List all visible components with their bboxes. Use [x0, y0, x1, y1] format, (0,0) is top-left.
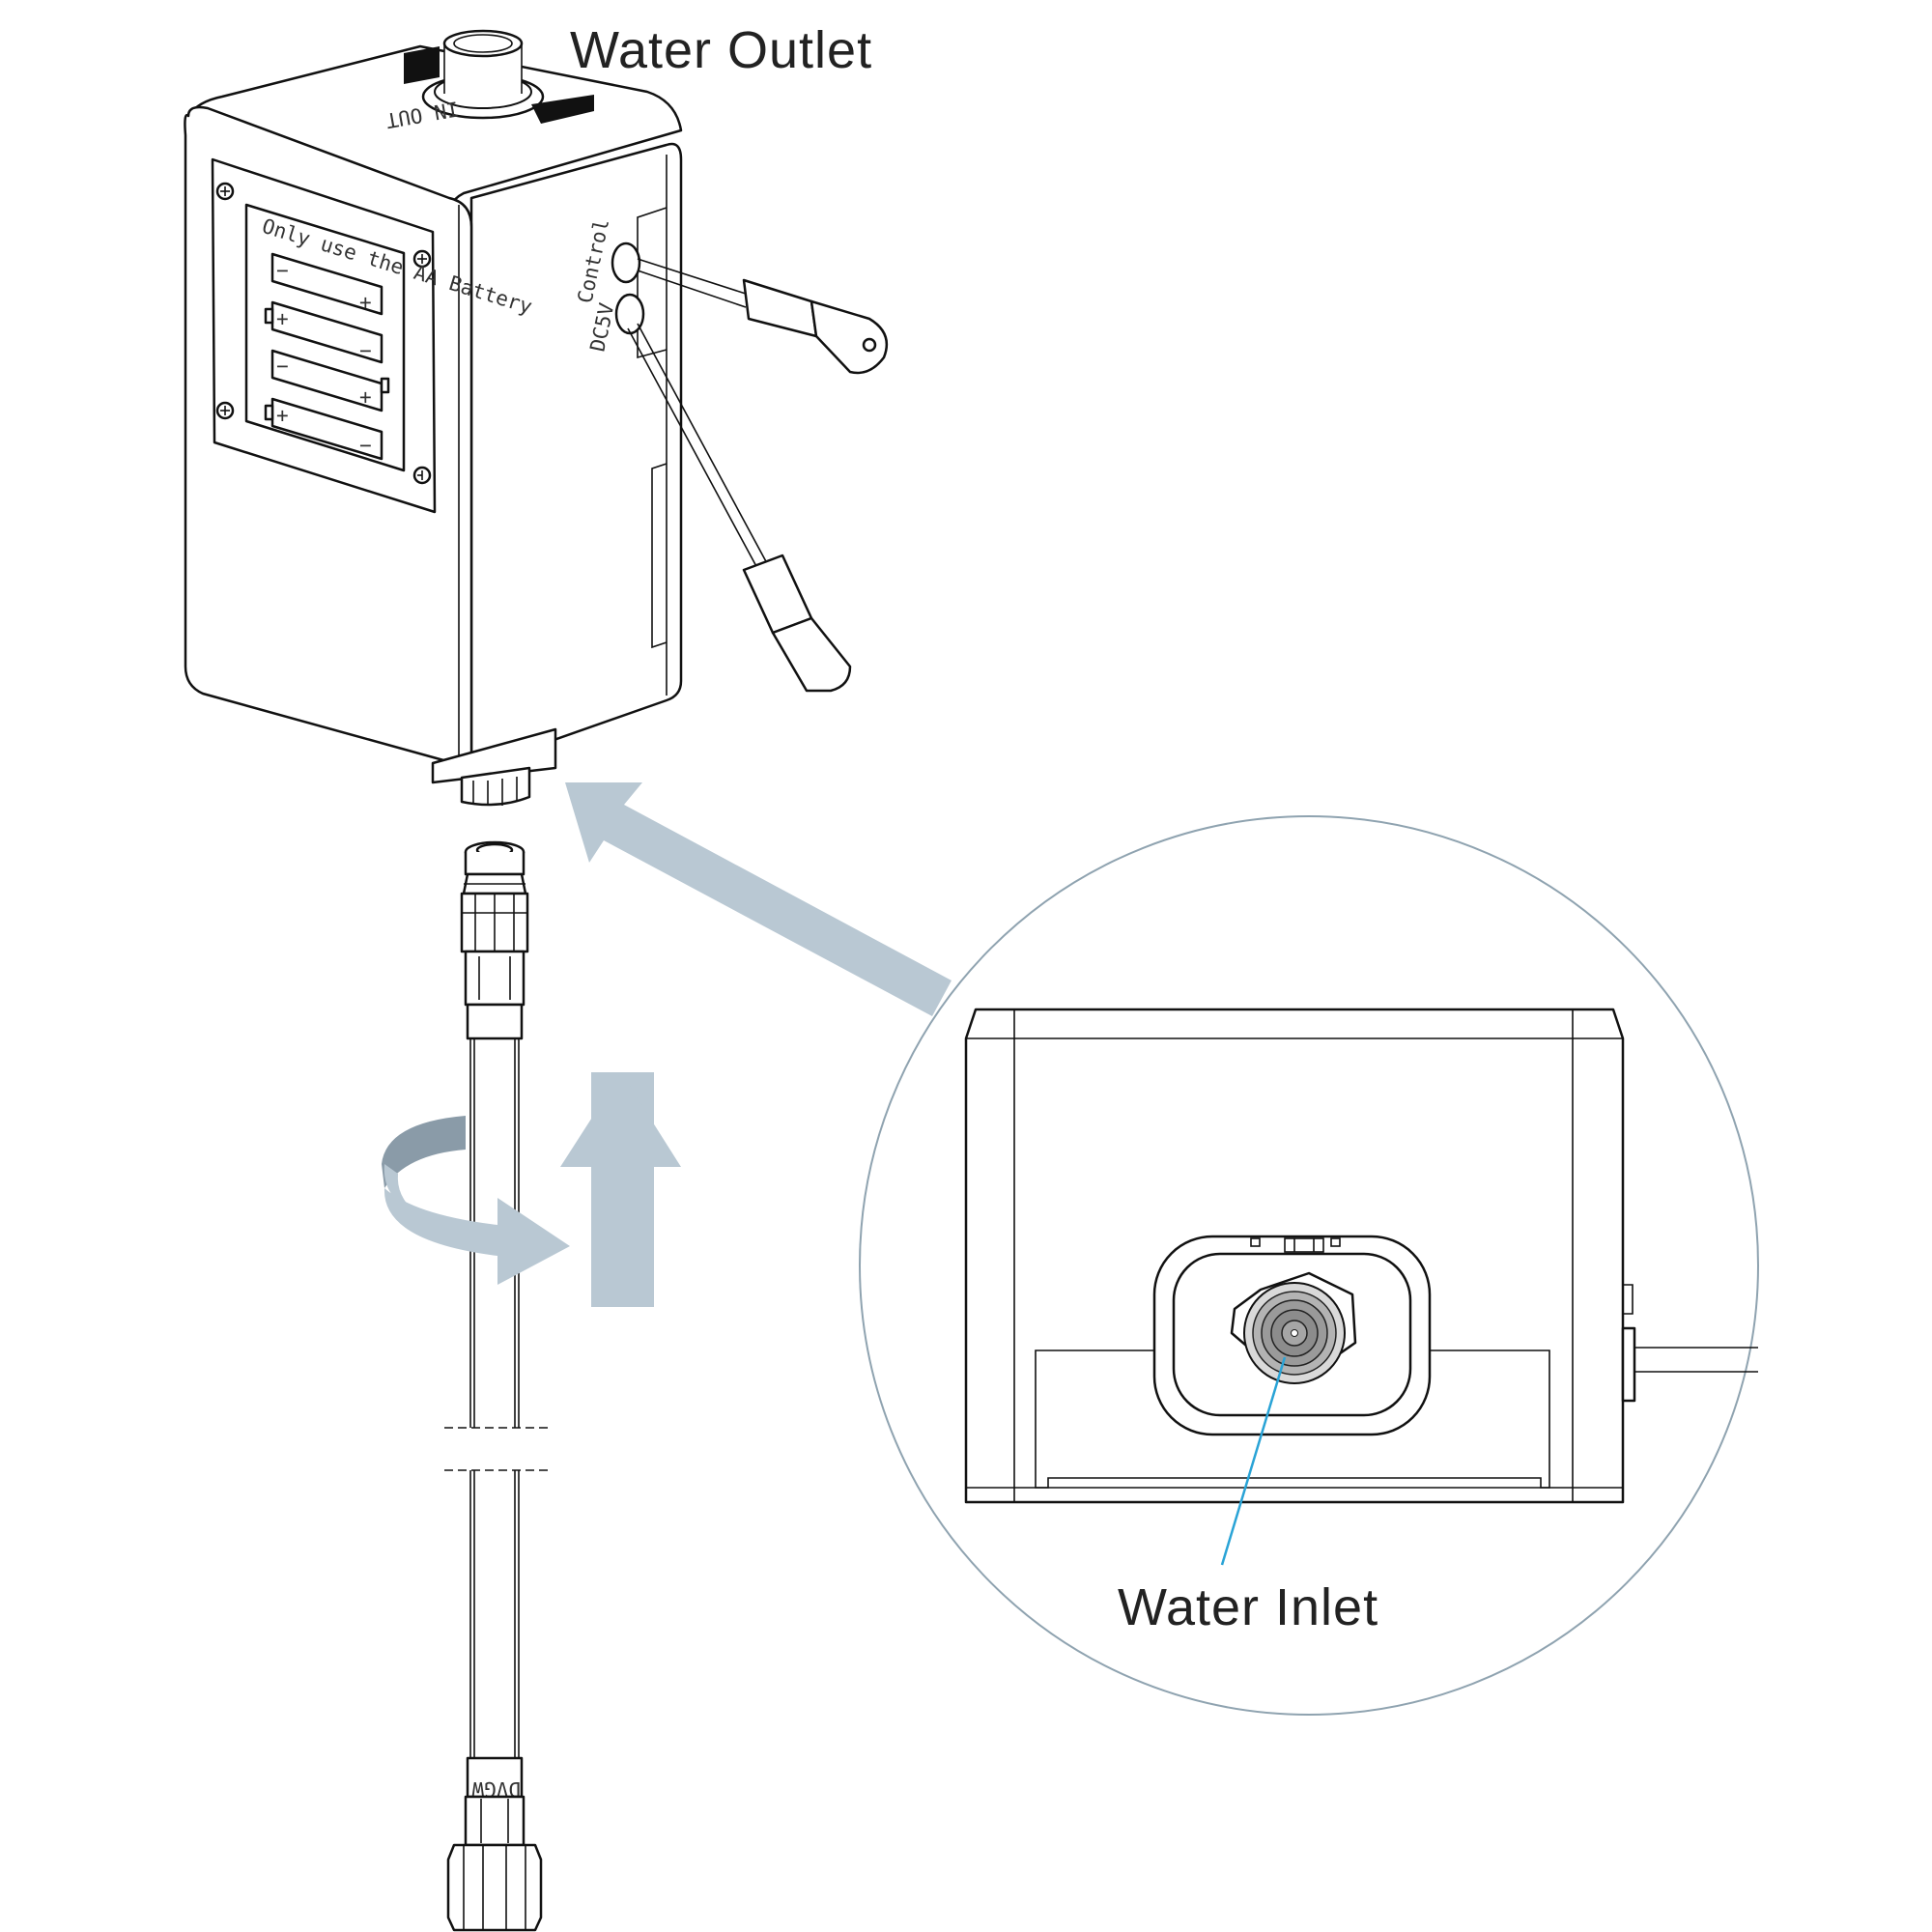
svg-text:+: + — [359, 291, 372, 314]
inlet-detail-view: Water Inlet — [859, 815, 1759, 1716]
svg-text:−: − — [359, 339, 372, 362]
screw-icon — [215, 182, 432, 485]
aa-battery-icon — [264, 252, 390, 461]
water-outlet-label: Water Outlet — [570, 21, 872, 79]
inlet-leader-line — [1220, 1356, 1287, 1566]
svg-text:−: − — [276, 259, 289, 282]
svg-text:−: − — [359, 434, 372, 457]
flexible-hose: DVGW — [444, 840, 551, 1932]
svg-text:+: + — [359, 385, 372, 409]
diagonal-arrow-icon — [565, 782, 952, 1016]
flush-valve-device: IN OUT Only use the AA Battery − + + − −… — [184, 29, 889, 807]
svg-text:−: − — [276, 355, 289, 378]
svg-text:+: + — [276, 404, 289, 427]
rotate-arrow-icon — [382, 1116, 570, 1285]
water-inlet-label: Water Inlet — [1118, 1578, 1378, 1636]
svg-text:+: + — [276, 307, 289, 330]
